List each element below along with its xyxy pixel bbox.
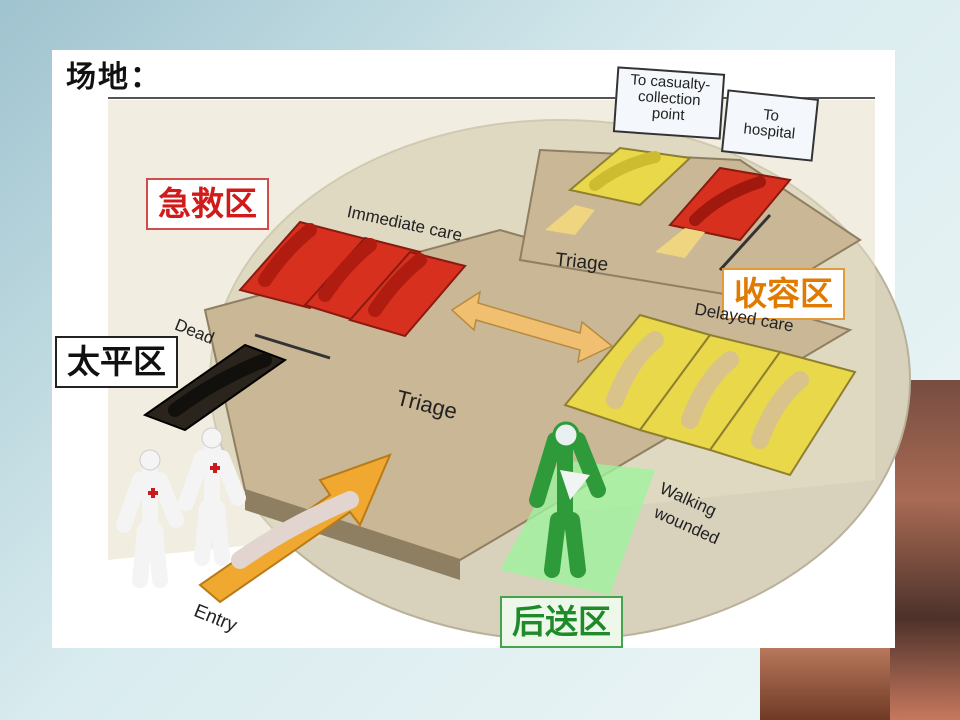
divider-line-left xyxy=(254,333,331,360)
slide-title: 场地： xyxy=(66,60,162,95)
zone-label-delayed: 收容区 xyxy=(722,268,845,320)
walking-wounded-area xyxy=(500,421,655,595)
medic-figures xyxy=(116,427,246,588)
sign-casualty-collection: To casualty- collection point xyxy=(612,66,726,140)
entry-patient xyxy=(231,491,359,569)
divider-line-right xyxy=(718,213,772,272)
immediate-care-area xyxy=(238,220,467,338)
dead-area xyxy=(142,343,288,432)
top-triage-area xyxy=(545,146,792,258)
platform-edge xyxy=(245,490,460,580)
slide-decoration-bottom xyxy=(760,648,890,720)
zone-label-immediate: 急救区 xyxy=(146,178,269,230)
delayed-care-area xyxy=(563,313,857,477)
sign-hospital: To hospital xyxy=(720,89,820,162)
zone-label-dead: 太平区 xyxy=(55,336,178,388)
double-arrow xyxy=(450,290,614,364)
zone-label-walking: 后送区 xyxy=(500,596,623,648)
